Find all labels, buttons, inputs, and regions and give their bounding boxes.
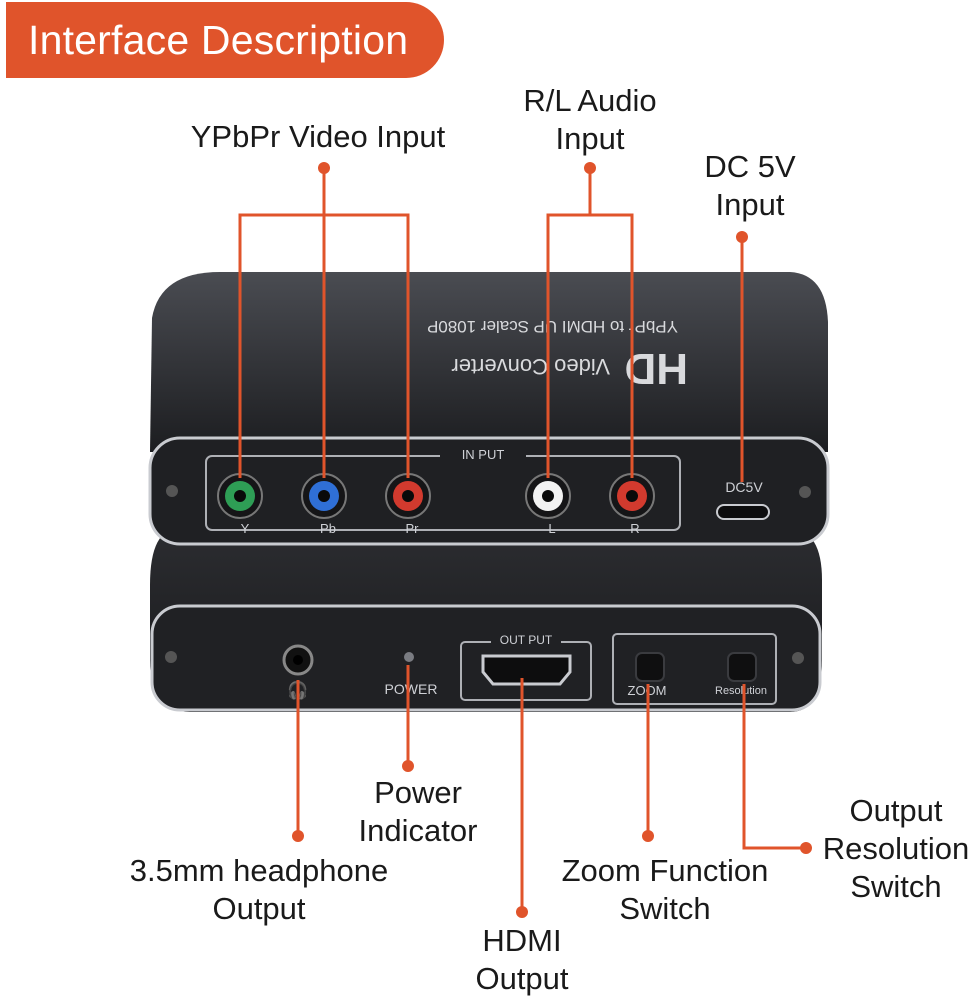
screw-icon xyxy=(165,651,177,663)
dot-dc xyxy=(736,231,748,243)
page-title: Interface Description xyxy=(28,16,409,63)
dot-resolution xyxy=(800,842,812,854)
port-label-r: R xyxy=(630,521,639,536)
dc-port-label: DC5V xyxy=(725,479,763,495)
callout-dots xyxy=(292,162,812,918)
power-led xyxy=(404,652,414,662)
zoom-button[interactable] xyxy=(635,652,665,682)
dot-ypbpr xyxy=(318,162,330,174)
rca-jack-pr xyxy=(385,473,431,519)
callout-output-resolution-switch: Output Resolution Switch xyxy=(822,793,970,904)
callout-dc-5v-input: DC 5V Input xyxy=(704,149,796,222)
lower-unit: 🎧 POWER OUT PUT ZOOM Resolution xyxy=(150,528,822,712)
callout-ypbpr-video-input: YPbPr Video Input xyxy=(190,119,446,154)
rca-jack-pb xyxy=(301,473,347,519)
leader-resolution xyxy=(742,684,806,850)
rca-jack-l xyxy=(525,473,571,519)
screw-icon xyxy=(792,652,804,664)
callout-lines xyxy=(238,168,806,912)
upper-unit: HD Video Converter YPbPr to HDMI UP Scal… xyxy=(148,272,830,546)
callout-rl-audio-input: R/L Audio Input xyxy=(523,83,657,156)
resolution-button[interactable] xyxy=(727,652,757,682)
dc-usb-c-port xyxy=(716,504,770,520)
resolution-label: Resolution xyxy=(715,685,767,697)
dot-zoom xyxy=(642,830,654,842)
dot-audio xyxy=(584,162,596,174)
device-title: Video Converter xyxy=(451,354,610,379)
output-label: OUT PUT xyxy=(500,633,553,647)
dot-headphone xyxy=(292,830,304,842)
title-banner: Interface Description xyxy=(6,2,444,78)
input-label: IN PUT xyxy=(462,447,505,462)
port-label-y: Y xyxy=(241,521,250,536)
upper-unit-top xyxy=(150,272,828,452)
callout-zoom-switch: Zoom Function Switch xyxy=(561,853,769,926)
callout-hdmi-output: HDMI Output xyxy=(475,923,569,996)
rca-jack-r xyxy=(609,473,655,519)
dot-hdmi xyxy=(516,906,528,918)
screw-icon xyxy=(166,485,178,497)
port-label-pr: Pr xyxy=(406,521,420,536)
port-label-l: L xyxy=(548,521,555,536)
hdmi-port xyxy=(481,654,572,686)
power-label: POWER xyxy=(385,681,438,697)
device-subtitle: YPbPr to HDMI UP Scaler 1080P xyxy=(427,317,678,336)
rca-jack-y xyxy=(217,473,263,519)
switch-frame xyxy=(612,633,777,705)
brand-mark: HD xyxy=(624,344,688,393)
dot-power xyxy=(402,760,414,772)
screw-icon xyxy=(799,486,811,498)
callout-power-indicator: Power Indicator xyxy=(358,775,478,848)
callout-headphone-output: 3.5mm headphone Output xyxy=(129,853,389,926)
headphone-jack-hole xyxy=(293,655,303,665)
port-label-pb: Pb xyxy=(320,521,336,536)
leader-audio-bracket xyxy=(546,213,634,478)
device-branding: HD Video Converter YPbPr to HDMI UP Scal… xyxy=(427,317,688,393)
